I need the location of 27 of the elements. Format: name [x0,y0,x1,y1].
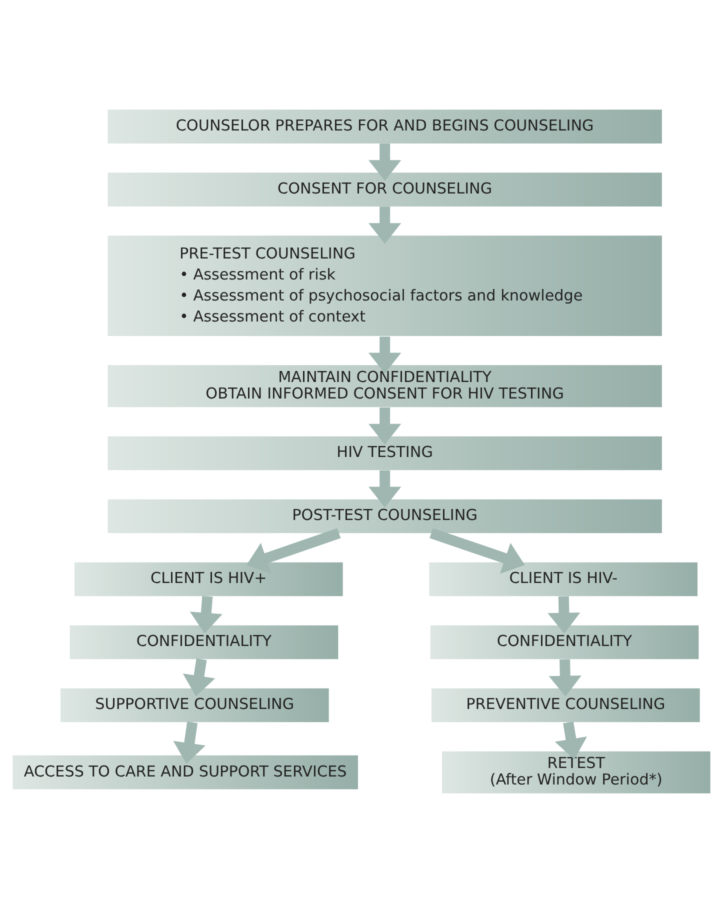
arrow [368,470,402,508]
arrow [430,528,525,574]
arrow [548,659,582,697]
arrow [554,722,588,760]
node-box: POST-TEST COUNSELING [108,499,662,534]
arrow [368,144,402,181]
arrow [182,658,216,696]
arrow [190,596,222,634]
node-box: CLIENT IS HIV+ [74,562,343,596]
node-box: CONFIDENTIALITY [430,625,699,660]
arrow [368,336,402,374]
arrow [246,528,341,574]
node-box: PRE-TEST COUNSELING • Assessment of risk • Assessment of psychosocial factors and knowledge • Assessment of context [108,236,662,336]
node-box: RETEST (After Window Period*) [442,751,710,794]
arrow [173,722,206,764]
node-box: CLIENT IS HIV- [429,562,698,596]
node-box: HIV TESTING [108,436,662,470]
node-box: ACCESS TO CARE AND SUPPORT SERVICES [12,755,358,790]
arrow [368,206,402,244]
node-box: CONSENT FOR COUNSELING [108,172,662,206]
arrow [548,596,580,634]
node-box: SUPPORTIVE COUNSELING [60,688,329,722]
node-box: PREVENTIVE COUNSELING [432,688,700,722]
arrow [368,407,402,445]
node-box: MAINTAIN CONFIDENTIALITY OBTAIN INFORMED CONSENT FOR HIV TESTING [108,365,662,408]
node-box: COUNSELOR PREPARES FOR AND BEGINS COUNSELING [108,110,662,144]
node-box: CONFIDENTIALITY [70,625,338,660]
